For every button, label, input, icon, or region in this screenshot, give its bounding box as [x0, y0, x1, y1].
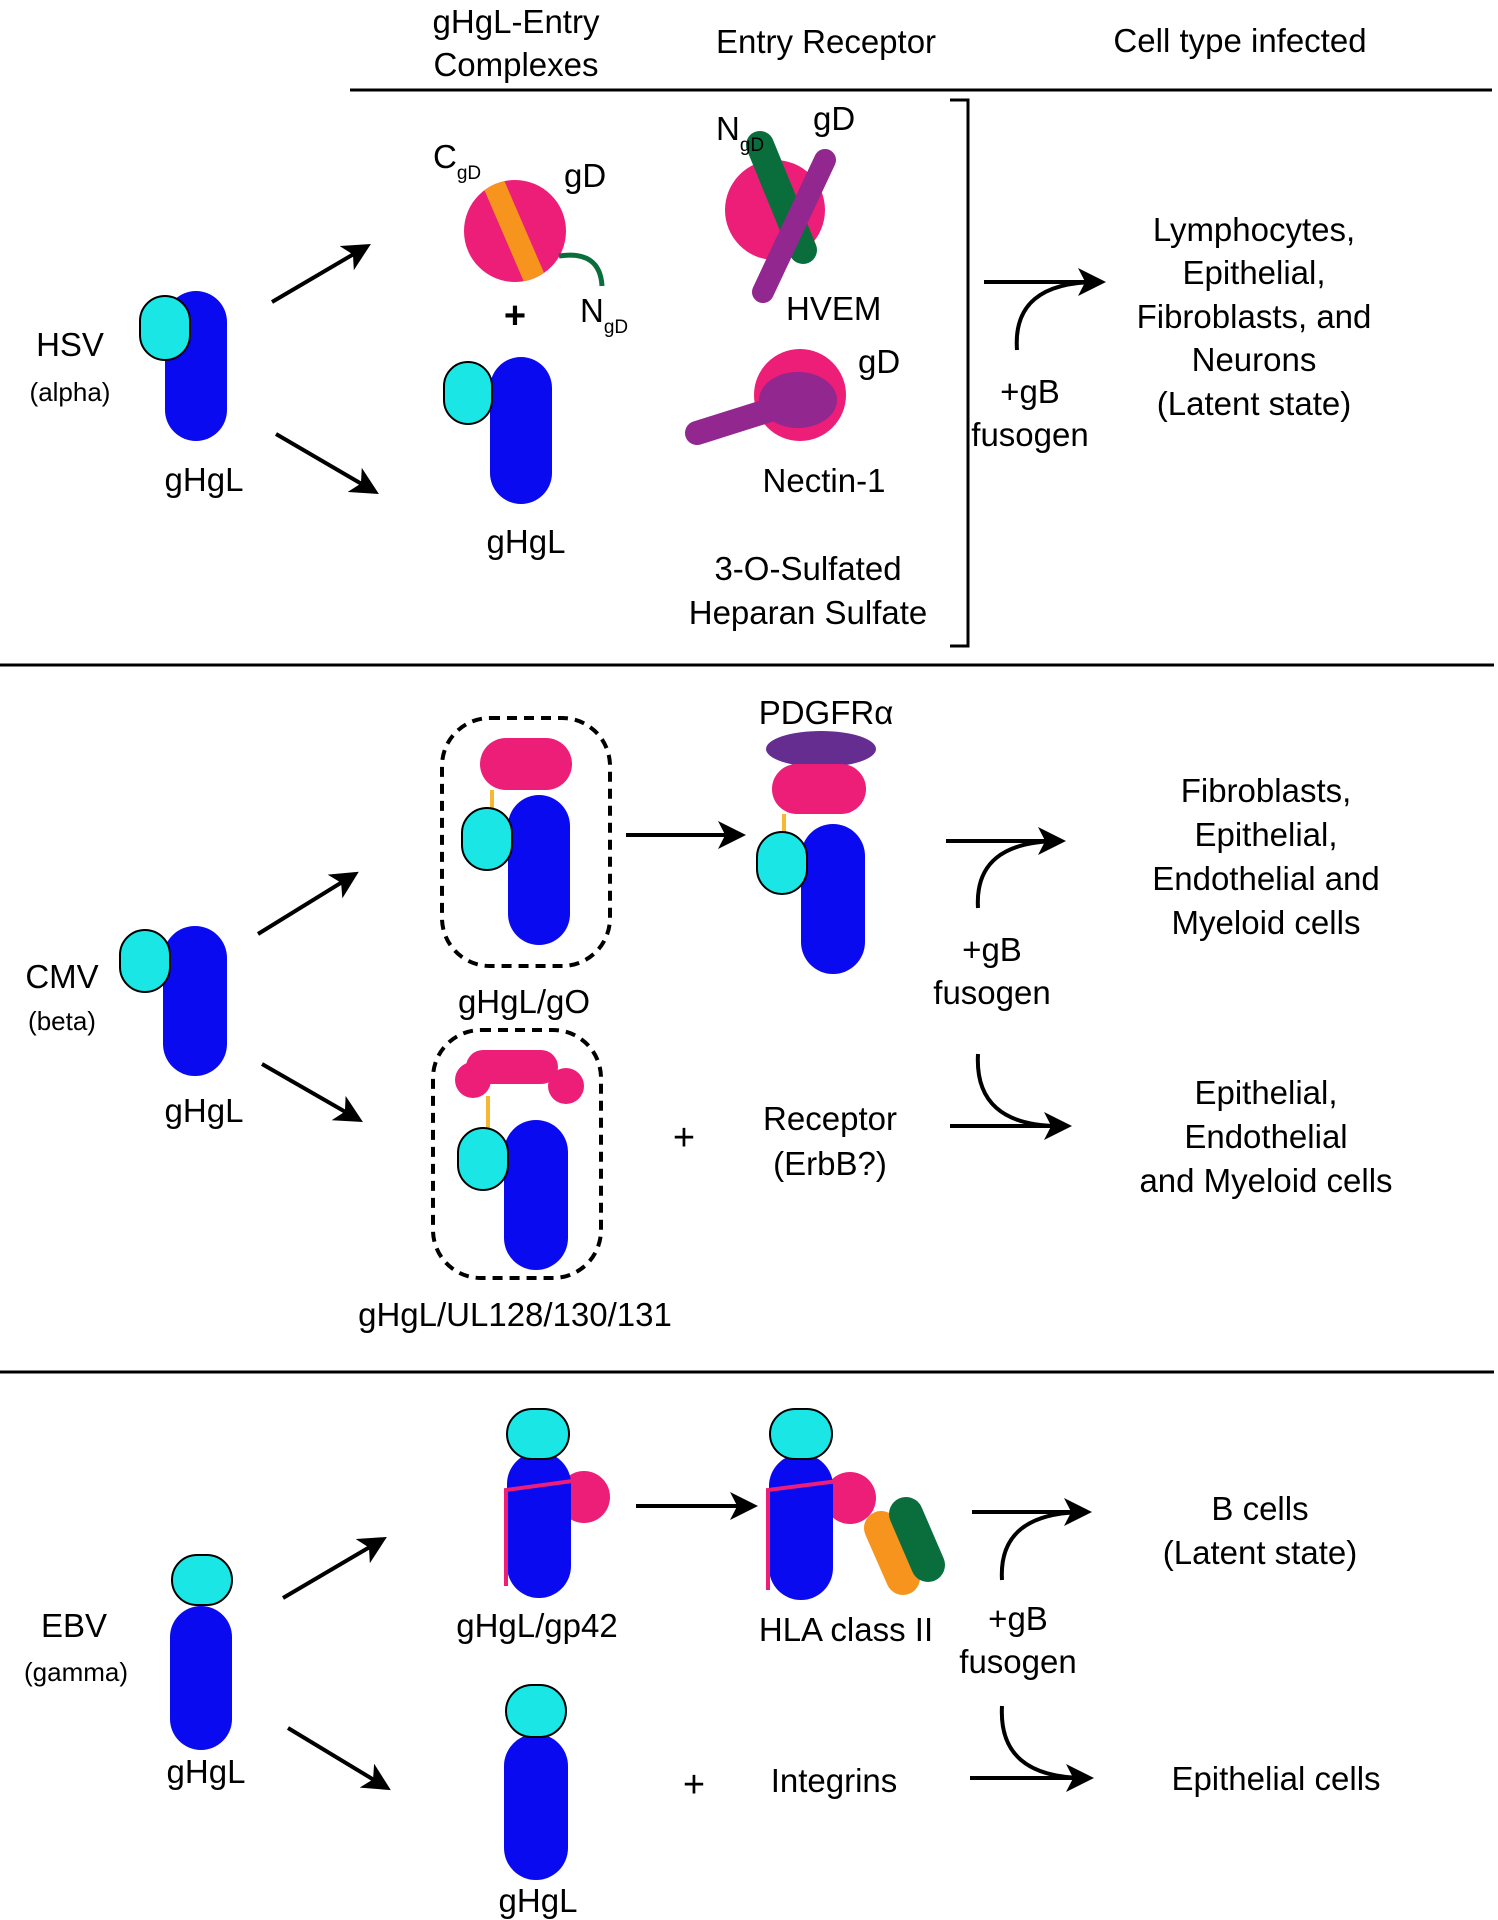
cmv-complex2-label: gHgL/UL128/130/131 [358, 1296, 672, 1333]
hsv-cgd-label: CgD [433, 138, 481, 184]
cmv-go-complex-glyph [461, 738, 572, 945]
cmv-cell-line: Epithelial, [1194, 816, 1337, 853]
hsv-arrow-down [274, 432, 379, 495]
header-complexes-line1: gHgL-Entry [433, 3, 600, 40]
hsv-ghgl2-label: gHgL [487, 523, 566, 560]
cmv-cell-line: Endothelial and [1152, 860, 1380, 897]
hsv-gd-receptor-label: gD [813, 100, 855, 137]
ebv-gb-curve-bottom [999, 1705, 1087, 1780]
hsv-cell-line: Epithelial, [1182, 254, 1325, 291]
ebv-section: EBV (gamma) gHgL gHgL/gp42 HLA class II [24, 1408, 1381, 1919]
ebv-cell-line: (Latent state) [1163, 1534, 1357, 1571]
ebv-ghgl2-glyph [504, 1684, 568, 1880]
ebv-gb-curve-top [999, 1510, 1087, 1581]
cmv-section: CMV (beta) gHgL gHgL/gO PDGFRα [25, 694, 1392, 1333]
header: gHgL-Entry Complexes Entry Receptor Cell… [350, 3, 1492, 92]
cmv-virus-label: CMV [25, 958, 98, 995]
cmv-cell-types-1: Fibroblasts, Epithelial, Endothelial and… [1152, 772, 1380, 941]
hla-label: HLA class II [759, 1611, 933, 1648]
hsv-nectin-glyph [685, 349, 846, 445]
heparan-sulfate-line1: 3-O-Sulfated [714, 550, 901, 587]
pdgfr-label: PDGFRα [759, 694, 894, 731]
cmv-pdgfr-complex-glyph [756, 731, 876, 974]
cmv-trimer-boundary [440, 716, 612, 968]
hsv-hvem-glyph [725, 131, 836, 303]
hsv-plus-sign: + [504, 295, 526, 337]
hsv-ghgl2-glyph [443, 357, 552, 504]
hsv-arrow-up [270, 243, 371, 304]
ebv-ghgl-glyph [170, 1554, 233, 1750]
hsv-gb-line2: fusogen [971, 416, 1088, 453]
cmv-cell-line: Endothelial [1184, 1118, 1347, 1155]
cmv-arrow-down [261, 1062, 363, 1122]
hvem-label: HVEM [786, 290, 881, 327]
ebv-family-label: (gamma) [24, 1657, 128, 1687]
hsv-gd-nectin-label: gD [858, 343, 900, 380]
header-complexes-line2: Complexes [433, 46, 598, 83]
hsv-ghgl-label: gHgL [165, 461, 244, 498]
ebv-complex1-label: gHgL/gp42 [456, 1607, 617, 1644]
nectin-label: Nectin-1 [763, 462, 886, 499]
ebv-cell-types-2: Epithelial cells [1171, 1760, 1380, 1797]
ebv-arrow-up [281, 1536, 387, 1600]
ebv-gb-line1: +gB [988, 1600, 1048, 1637]
hsv-cell-line: Fibroblasts, and [1137, 298, 1372, 335]
cmv-receptor2-line2: (ErbB?) [773, 1145, 887, 1182]
cmv-cell-types-2: Epithelial, Endothelial and Myeloid cell… [1139, 1074, 1392, 1199]
cmv-cell-line: and Myeloid cells [1139, 1162, 1392, 1199]
ebv-plus-sign: + [683, 1764, 705, 1806]
hsv-gd-glyph [464, 180, 605, 287]
ebv-gp42-complex-glyph [504, 1408, 610, 1598]
hsv-gb-curve [1014, 280, 1099, 351]
ebv-ghgl-label: gHgL [167, 1753, 246, 1790]
hsv-ngd-receptor-label: NgD [716, 110, 764, 156]
cmv-gb-line1: +gB [962, 931, 1022, 968]
hsv-virus-label: HSV [36, 326, 104, 363]
hsv-cell-line: Neurons [1192, 341, 1317, 378]
cmv-gb-curve-top [975, 839, 1061, 909]
ebv-cell-line: B cells [1211, 1490, 1308, 1527]
cmv-plus-sign: + [673, 1117, 695, 1159]
ebv-virus-label: EBV [41, 1607, 107, 1644]
cmv-gb-line2: fusogen [933, 974, 1050, 1011]
cmv-family-label: (beta) [28, 1006, 96, 1036]
ebv-gb-line2: fusogen [959, 1643, 1076, 1680]
cmv-gb-curve-bottom [975, 1053, 1061, 1128]
cmv-receptor2-line1: Receptor [763, 1100, 897, 1137]
ebv-ghgl2-label: gHgL [499, 1882, 578, 1919]
cmv-ghgl-glyph [119, 926, 227, 1076]
receptor-bracket [950, 98, 970, 648]
ebv-hla-complex-glyph [766, 1408, 945, 1600]
cmv-pentamer-boundary [431, 1028, 603, 1280]
hsv-family-label: (alpha) [30, 377, 111, 407]
ebv-arrow-down [286, 1726, 391, 1791]
cmv-arrow-up [256, 871, 359, 936]
cmv-cell-line: Myeloid cells [1172, 904, 1361, 941]
cmv-pentamer-glyph [455, 1050, 584, 1270]
cmv-cell-line: Epithelial, [1194, 1074, 1337, 1111]
heparan-sulfate-line2: Heparan Sulfate [689, 594, 928, 631]
cmv-cell-line: Fibroblasts, [1181, 772, 1352, 809]
hsv-section: HSV (alpha) gHgL CgD gD NgD + gHgL [30, 98, 1372, 648]
hsv-cell-line: Lymphocytes, [1153, 211, 1355, 248]
hsv-cell-line: (Latent state) [1157, 385, 1351, 422]
hsv-gb-line1: +gB [1000, 373, 1060, 410]
gl-shape [139, 295, 191, 361]
hsv-cell-types: Lymphocytes, Epithelial, Fibroblasts, an… [1137, 211, 1372, 422]
hsv-gd-label: gD [564, 157, 606, 194]
cmv-ghgl-label: gHgL [165, 1092, 244, 1129]
ebv-cell-types-1: B cells (Latent state) [1163, 1490, 1357, 1571]
hsv-ghgl-glyph [139, 291, 227, 441]
header-entry-receptor: Entry Receptor [716, 23, 936, 60]
cmv-complex1-label: gHgL/gO [458, 983, 590, 1020]
hsv-ngd-label: NgD [580, 292, 628, 338]
integrins-label: Integrins [771, 1762, 898, 1799]
header-cell-type: Cell type infected [1113, 22, 1366, 59]
